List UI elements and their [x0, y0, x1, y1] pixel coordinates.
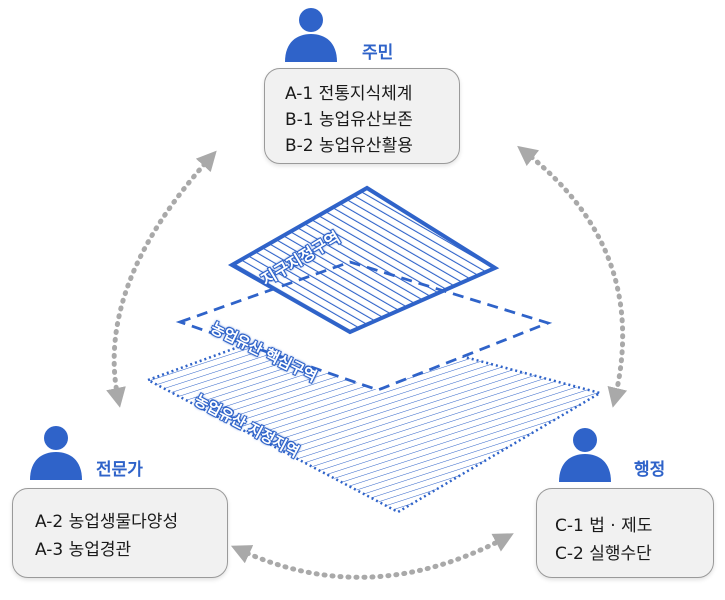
person-icon — [30, 426, 82, 480]
arrow-expert-admin — [230, 533, 514, 580]
expert-role-label: 전문가 — [96, 460, 143, 480]
person-icon — [559, 428, 611, 482]
admin-card: C-1 법 · 제도 C-2 실행수단 — [536, 488, 714, 578]
person-icon — [285, 8, 337, 62]
admin-role-label: 행정 — [634, 460, 666, 480]
arrow-resident-expert — [106, 150, 217, 408]
resident-card: A-1 전통지식체계 B-1 농업유산보존 B-2 농업유산활용 — [264, 68, 460, 164]
expert-item: A-2 농업생물다양성 — [35, 512, 179, 532]
district-zone-layer — [227, 185, 500, 335]
expert-card: A-2 농업생물다양성 A-3 농업경관 — [12, 488, 228, 578]
admin-item: C-1 법 · 제도 — [555, 516, 653, 536]
expert-item: A-3 농업경관 — [35, 540, 132, 560]
resident-item: B-2 농업유산활용 — [285, 136, 413, 156]
resident-item: A-1 전통지식체계 — [285, 84, 413, 104]
resident-item: B-1 농업유산보존 — [285, 110, 413, 130]
admin-item: C-2 실행수단 — [555, 544, 652, 564]
resident-role-label: 주민 — [362, 43, 394, 63]
arrow-resident-admin — [517, 145, 628, 408]
